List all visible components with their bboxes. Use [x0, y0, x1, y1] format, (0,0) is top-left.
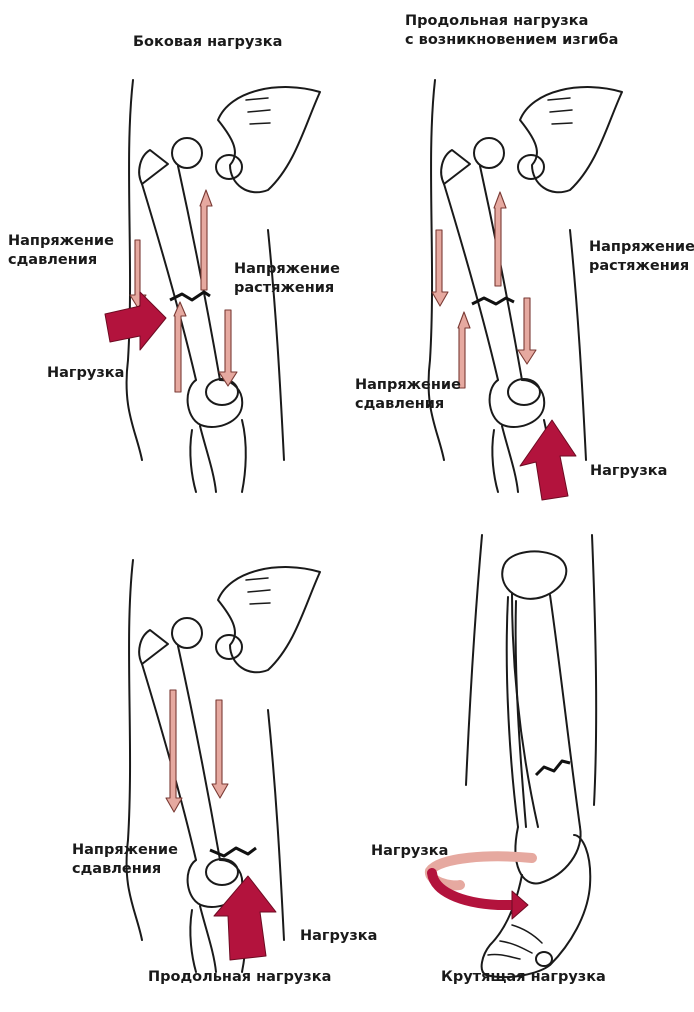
panel-axial-leg	[127, 560, 320, 972]
compression-arrow-right	[212, 700, 228, 798]
patella	[502, 551, 566, 598]
fibula	[507, 597, 526, 827]
title-lateral-load: Боковая нагрузка	[133, 33, 282, 52]
toe-lines	[488, 925, 542, 959]
title-axial-bending-load: Продольная нагрузка с возникновением изг…	[405, 12, 618, 50]
label-tension-stress: Напряжение растяжения	[589, 238, 694, 276]
skin-outline-right	[592, 535, 596, 805]
label-load: Нагрузка	[47, 364, 124, 383]
tension-arrow-down	[518, 298, 536, 364]
big-toe	[536, 952, 552, 966]
label-load: Нагрузка	[300, 927, 377, 946]
label-tension-stress: Напряжение растяжения	[234, 260, 340, 298]
title-torsion-load: Крутящая нагрузка	[441, 968, 606, 987]
label-load: Нагрузка	[371, 842, 448, 861]
panel-axial-bending-leg	[429, 80, 622, 500]
label-compression-stress: Напряжение сдавления	[72, 841, 178, 879]
compression-arrow-up	[174, 302, 186, 392]
tension-arrow-up	[494, 192, 506, 286]
skin-outline-left	[466, 535, 482, 785]
fracture-line	[536, 761, 570, 775]
panel-torsion-leg	[430, 535, 596, 977]
load-arrow	[520, 420, 576, 500]
compression-arrow-down	[432, 230, 448, 306]
torsion-arrow-front	[432, 873, 516, 905]
torsion-arrowhead	[512, 891, 528, 919]
tension-arrow-down	[219, 310, 237, 386]
fracture-line	[210, 848, 256, 856]
load-arrow	[214, 876, 276, 960]
label-compression-stress: Напряжение сдавления	[8, 232, 114, 270]
label-compression-stress: Напряжение сдавления	[355, 376, 461, 414]
title-axial-load: Продольная нагрузка	[148, 968, 331, 987]
label-load: Нагрузка	[590, 462, 667, 481]
tension-arrow-up	[200, 190, 212, 290]
